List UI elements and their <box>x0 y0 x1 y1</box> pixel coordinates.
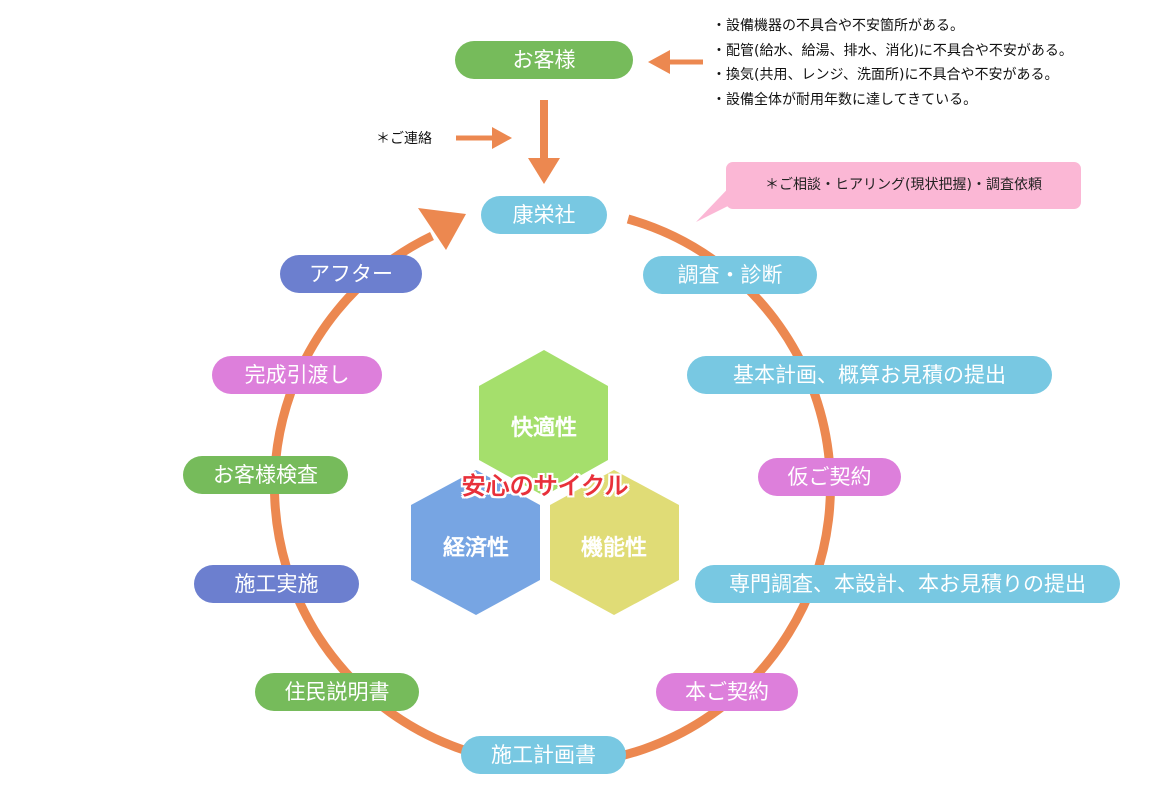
hexagon-comfort-label: 快適性 <box>510 416 577 441</box>
step-label: アフター <box>309 262 393 286</box>
hexagon-economy-label: 経済性 <box>442 536 509 561</box>
cycle-title: 安心のサイクル <box>461 472 629 500</box>
step-label: 完成引渡し <box>244 363 350 387</box>
step-handover: 完成引渡し <box>212 356 382 394</box>
step-label: 本ご契約 <box>685 680 769 704</box>
step-label: 仮ご契約 <box>787 465 872 489</box>
step-customer-inspection: お客様検査 <box>183 456 348 494</box>
step-label: お客様検査 <box>213 463 318 487</box>
consultation-callout: ＊ご相談・ヒアリング(現状把握)・調査依頼 <box>726 162 1081 209</box>
note-item: ・配管(給水、給湯、排水、消化)に不具合や不安がある。 <box>712 42 1073 59</box>
hexagon-function <box>550 470 679 615</box>
step-survey-diagnosis: 調査・診断 <box>643 256 817 294</box>
step-aftercare: アフター <box>280 255 422 293</box>
step-label: 施工実施 <box>234 572 319 596</box>
customer-to-company-arrowhead <box>528 158 560 184</box>
step-final-contract: 本ご契約 <box>656 673 798 711</box>
step-detailed-survey-design: 専門調査、本設計、本お見積りの提出 <box>695 565 1120 603</box>
customer-node: お客様 <box>455 41 633 79</box>
step-label: 基本計画、概算お見積の提出 <box>733 363 1006 387</box>
step-construction-plan: 施工計画書 <box>461 736 626 774</box>
contact-label: ＊ご連絡 <box>376 131 432 147</box>
hexagon-comfort <box>479 350 608 496</box>
company-label: 康栄社 <box>512 203 576 227</box>
step-provisional-contract: 仮ご契約 <box>758 458 901 496</box>
step-label: 調査・診断 <box>677 263 783 287</box>
step-construction: 施工実施 <box>194 565 359 603</box>
hexagon-economy <box>411 470 540 615</box>
step-label: 専門調査、本設計、本お見積りの提出 <box>729 572 1086 596</box>
cycle-arrowhead <box>418 208 466 250</box>
note-item: ・設備機器の不具合や不安箇所がある。 <box>712 18 964 34</box>
hexagon-function-label: 機能性 <box>580 536 647 561</box>
company-node: 康栄社 <box>481 196 607 234</box>
issue-notes: ・設備機器の不具合や不安箇所がある。 ・配管(給水、給湯、排水、消化)に不具合や… <box>712 14 1073 112</box>
contact-arrowhead <box>492 127 512 149</box>
step-resident-briefing: 住民説明書 <box>255 673 419 711</box>
note-item: ・設備全体が耐用年数に達してきている。 <box>712 91 978 108</box>
customer-label: お客様 <box>512 48 576 72</box>
note-item: ・換気(共用、レンジ、洗面所)に不具合や不安がある。 <box>712 67 1059 83</box>
step-basic-plan-estimate: 基本計画、概算お見積の提出 <box>687 356 1052 394</box>
step-label: 施工計画書 <box>491 743 596 767</box>
notes-to-customer-arrowhead <box>648 50 670 74</box>
step-label: 住民説明書 <box>284 680 390 704</box>
